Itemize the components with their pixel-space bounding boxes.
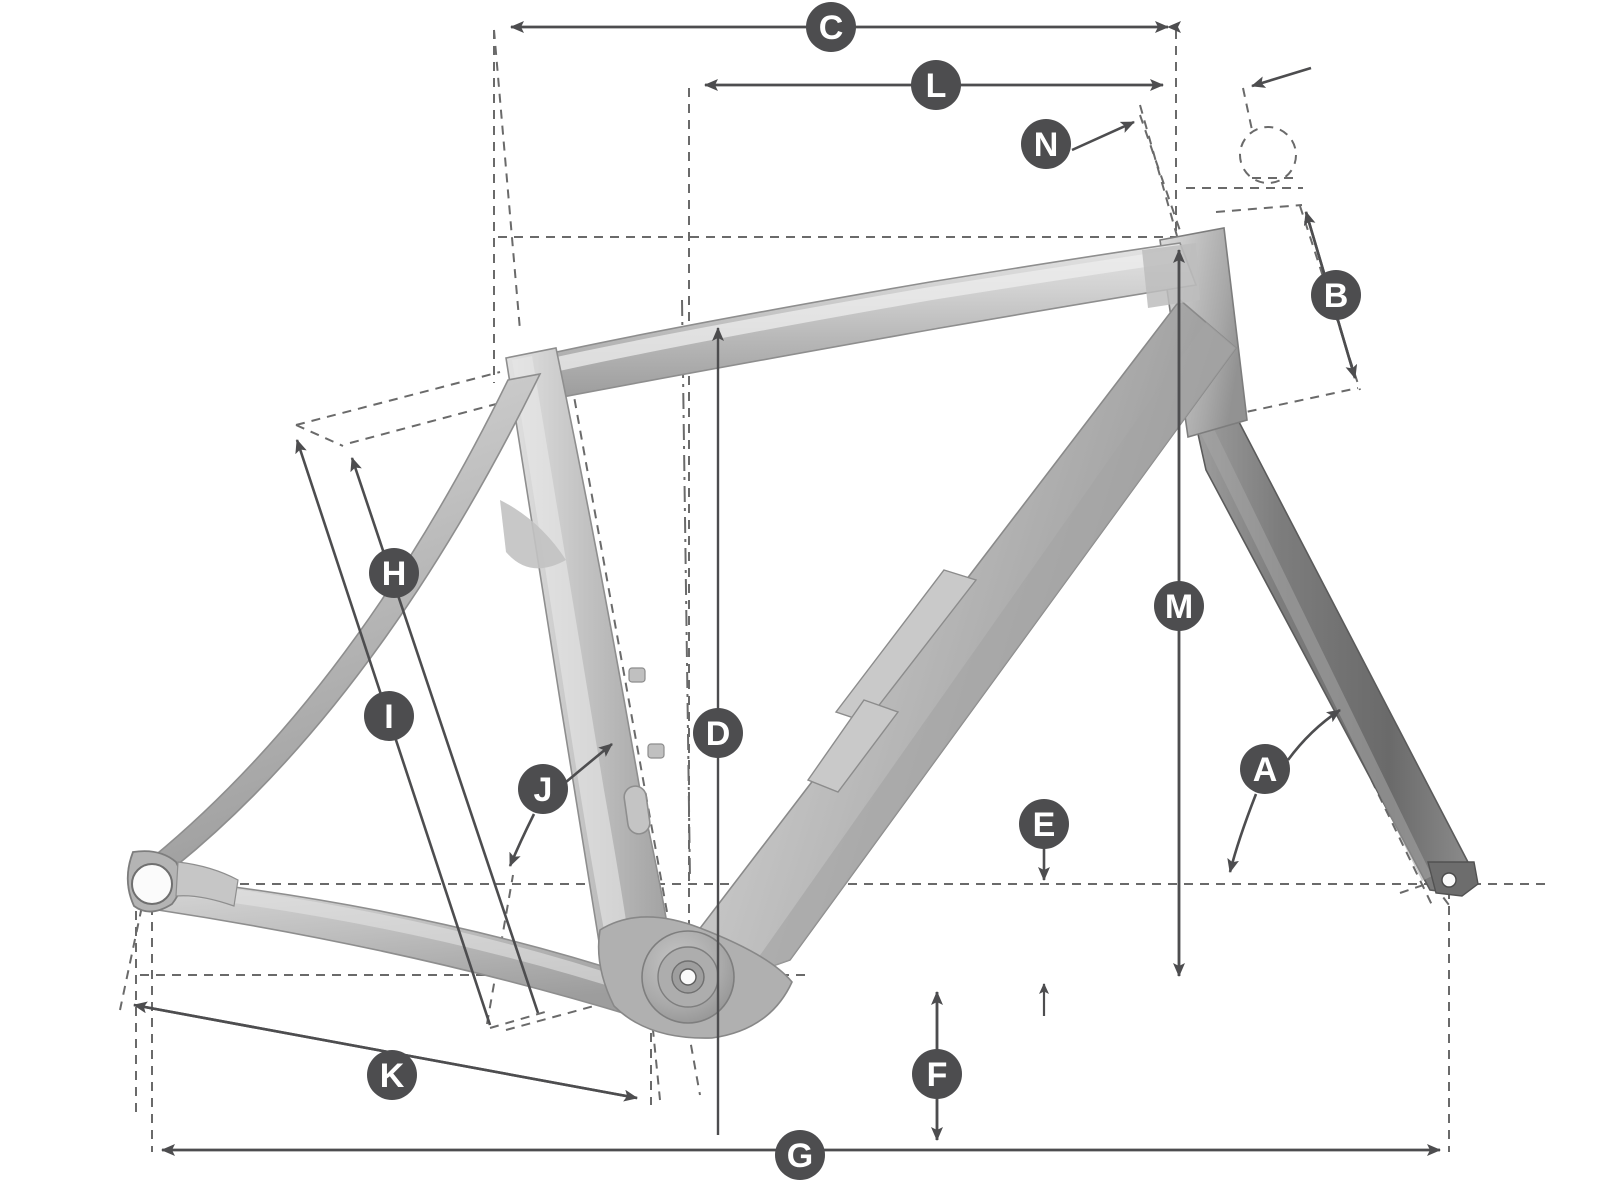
- construction-upper-diag-left: [493, 29, 521, 331]
- label-badge-G[interactable]: G: [775, 1130, 825, 1180]
- fork-axle-construction-circle: [1239, 126, 1297, 184]
- label-badge-circle-I: [364, 691, 414, 741]
- label-badge-circle-C: [806, 2, 856, 52]
- seat-stay: [150, 372, 542, 867]
- seat-tube-port: [623, 785, 651, 835]
- construction-n-riser: [1242, 87, 1253, 131]
- label-badge-circle-B: [1311, 270, 1361, 320]
- chain-stay-highlight: [164, 880, 640, 996]
- front-axle-hole: [1441, 872, 1457, 888]
- bottle-boss-upper: [628, 667, 646, 683]
- construction-fork-centreline: [1196, 419, 1433, 906]
- label-badge-circle-E: [1019, 799, 1069, 849]
- construction-headtube-box-top: [1215, 204, 1303, 213]
- construction-lines: [119, 29, 1545, 1152]
- label-badge-text-J: J: [534, 771, 553, 809]
- bb-axle-centre: [679, 968, 697, 986]
- seat-tube-highlight: [512, 356, 628, 940]
- label-badge-I[interactable]: I: [364, 691, 414, 741]
- construction-seattube-box-top: [295, 371, 501, 426]
- label-badge-circle-H: [369, 548, 419, 598]
- label-badge-N[interactable]: N: [1021, 119, 1071, 169]
- label-badge-B[interactable]: B: [1311, 270, 1361, 320]
- label-badge-text-H: H: [382, 555, 407, 593]
- dimension-arc-A-upper: [1286, 708, 1341, 761]
- construction-seattube-box-top2: [349, 402, 501, 444]
- dimension-line-I: [350, 457, 540, 1014]
- seattube-seatstay-junction: [500, 500, 566, 569]
- dimension-label-badges: A B C D E F G H: [364, 2, 1361, 1180]
- construction-dashdot-seatpost: [681, 299, 691, 881]
- construction-headtube-box-bottom: [1231, 387, 1359, 416]
- rear-axle-hole: [131, 863, 173, 905]
- headtube-toptube-junction: [1142, 243, 1200, 308]
- construction-seattube-box-bottom: [489, 1011, 546, 1029]
- label-badge-K[interactable]: K: [367, 1050, 417, 1100]
- bicycle-frame-artwork: [126, 227, 1479, 1039]
- construction-rear-dropout-diagonal: [119, 891, 146, 1011]
- label-badge-text-N: N: [1034, 126, 1059, 164]
- dimension-arc-J-lower: [508, 813, 536, 867]
- label-badge-text-G: G: [787, 1137, 813, 1175]
- construction-n-to-headtube: [1139, 114, 1187, 249]
- down-tube-recess-lower: [806, 699, 900, 793]
- label-badge-circle-F: [912, 1049, 962, 1099]
- dimension-arc-A-lower: [1227, 793, 1258, 873]
- label-badge-text-D: D: [706, 715, 731, 753]
- label-badge-M[interactable]: M: [1154, 581, 1204, 631]
- label-badge-D[interactable]: D: [693, 708, 743, 758]
- fork-blade-highlight: [1200, 429, 1432, 881]
- label-badge-circle-M: [1154, 581, 1204, 631]
- construction-seatpost-axis: [681, 299, 691, 881]
- label-badge-text-M: M: [1165, 588, 1193, 626]
- label-badge-F[interactable]: F: [912, 1049, 962, 1099]
- dimension-leader-N: [1071, 120, 1135, 152]
- label-badge-circle-D: [693, 708, 743, 758]
- label-badge-circle-L: [911, 60, 961, 110]
- label-badge-text-C: C: [819, 9, 844, 47]
- label-badge-circle-K: [367, 1050, 417, 1100]
- label-badge-J[interactable]: J: [518, 764, 568, 814]
- construction-seattube-box-left: [295, 424, 344, 447]
- label-badge-circle-J: [518, 764, 568, 814]
- top-tube-highlight: [516, 249, 1180, 380]
- label-badge-text-F: F: [927, 1056, 948, 1094]
- dropout-inner-slot: [175, 861, 239, 907]
- bottle-boss-lower: [647, 743, 665, 759]
- dimension-line-N-pointer: [1251, 66, 1312, 88]
- label-badge-A[interactable]: A: [1240, 744, 1290, 794]
- label-badge-circle-A: [1240, 744, 1290, 794]
- label-badge-text-I: I: [384, 698, 393, 736]
- label-badge-circle-N: [1021, 119, 1071, 169]
- label-badge-L[interactable]: L: [911, 60, 961, 110]
- label-badge-text-B: B: [1324, 277, 1349, 315]
- label-badge-C[interactable]: C: [806, 2, 856, 52]
- label-badge-text-E: E: [1033, 806, 1056, 844]
- label-badge-circle-G: [775, 1130, 825, 1180]
- label-badge-text-K: K: [380, 1057, 405, 1095]
- dimension-arc-J-upper: [565, 742, 613, 783]
- down-tube-shade: [744, 322, 1236, 978]
- label-badge-H[interactable]: H: [369, 548, 419, 598]
- label-badge-E[interactable]: E: [1019, 799, 1069, 849]
- label-badge-text-A: A: [1253, 751, 1278, 789]
- label-badge-text-L: L: [926, 67, 947, 105]
